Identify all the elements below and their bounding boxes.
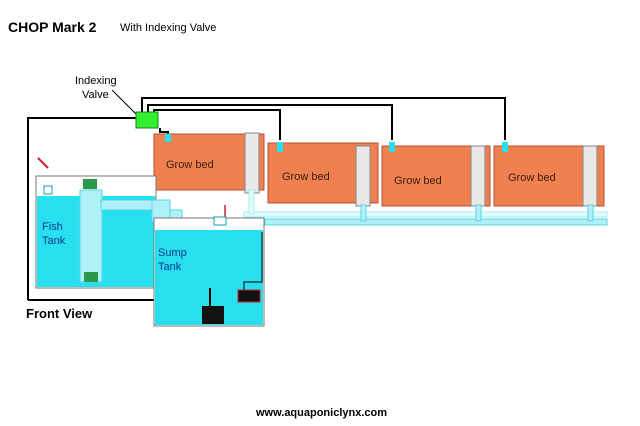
pump-main-line: [27, 117, 136, 300]
supply-line-bed3: [147, 104, 393, 140]
fish-tank-overflow-indicator: [37, 157, 49, 169]
grow-bed-3: Grow bed: [381, 145, 491, 207]
fish-tank-strainer-top: [83, 179, 97, 189]
indexing-valve: [135, 111, 159, 129]
sump-tank-label-2: Tank: [158, 261, 182, 273]
fish-tank: Fish Tank: [35, 157, 157, 289]
grow-bed-label-3: Grow bed: [394, 175, 442, 187]
bell-siphon-4: [582, 145, 598, 207]
grow-bed-label-1: Grow bed: [166, 159, 214, 171]
diagram-title: CHOP Mark 2: [8, 19, 97, 35]
website-url: www.aquaponiclynx.com: [255, 407, 387, 419]
fish-tank-inlet: [43, 185, 53, 195]
sump-pump: [202, 306, 224, 324]
fish-tank-label-1: Fish: [42, 221, 63, 233]
sump-float-valve: [237, 289, 261, 303]
grow-bed-2: Grow bed: [267, 142, 379, 207]
bell-siphon-3: [470, 145, 486, 207]
grow-bed-label-4: Grow bed: [508, 172, 556, 184]
grow-bed-1: Grow bed: [153, 132, 265, 194]
fish-tank-strainer-bottom: [84, 272, 98, 282]
valve-label-line1: Indexing: [75, 75, 117, 87]
grow-bed-4: Grow bed: [493, 145, 605, 207]
bell-siphon-1: [244, 132, 260, 194]
valve-label-line2: Valve: [82, 89, 109, 101]
supply-line-bed4: [141, 97, 506, 140]
bell-siphon-2: [355, 145, 371, 207]
valve-leader-line: [111, 89, 141, 119]
sump-tank: Sump Tank: [153, 205, 265, 327]
overflow-pipe: [100, 199, 183, 223]
grow-bed-label-2: Grow bed: [282, 171, 330, 183]
inlet-drips: [165, 134, 508, 152]
fish-tank-standpipe: [79, 189, 103, 283]
sump-tank-label-1: Sump: [158, 247, 187, 259]
drain-pipe: [243, 189, 608, 226]
front-view-label: Front View: [26, 306, 93, 321]
fish-tank-label-2: Tank: [42, 235, 66, 247]
sump-inlet: [213, 216, 227, 226]
diagram-subtitle: With Indexing Valve: [120, 22, 216, 34]
